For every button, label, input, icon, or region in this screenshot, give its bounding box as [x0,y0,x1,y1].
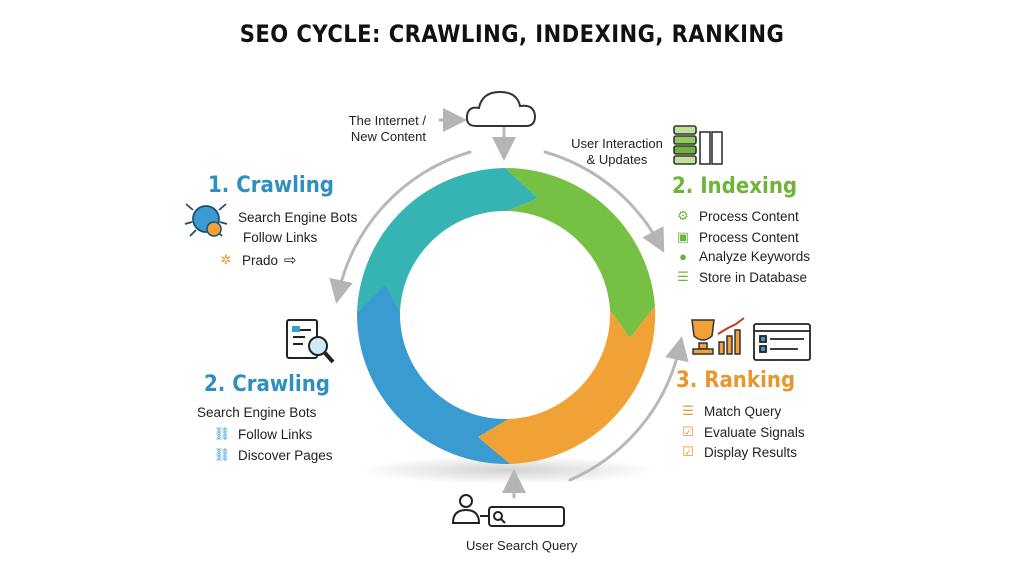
ring-segment-discovery [356,285,510,465]
list-icon: ☰ [682,403,694,418]
cycle-ring [356,167,656,465]
indexing-item-3: ● Analyze Keywords [674,249,810,264]
crawling2-item-links: ⛓ Follow Links [213,426,313,442]
spider-bot-icon [184,203,228,237]
ranking-item-3-label: Display Results [704,444,798,460]
note-internet-line1: The Internet / [348,113,426,128]
ring-hole [401,211,609,419]
checkbox-icon: ☑ [682,424,694,439]
checkbox-icon: ☑ [682,444,694,459]
ranking-item-3: ☑ Display Results [679,444,797,460]
crawling1-item-prado: ✲ Prado ⇨ [217,251,297,269]
page-title: SEO CYCLE: CRAWLING, INDEXING, RANKING [239,20,785,48]
ranking-item-2-label: Evaluate Signals [704,424,805,440]
crawling1-item-prado-label: Prado [242,252,279,268]
note-interaction: User Interaction & Updates [567,136,667,168]
indexing-item-3-label: Analyze Keywords [699,249,811,264]
indexing-item-2: ▣ Process Content [674,229,799,245]
crawling1-item-links: Follow Links [243,230,317,245]
section-title-ranking: 3. Ranking [676,368,796,393]
section-crawling-2: 2. Crawling [204,372,344,397]
crawling1-item-links-label: Follow Links [243,230,318,245]
server-icon [673,125,723,165]
ring-segment-crawling [357,168,538,313]
ranking-item-2: ☑ Evaluate Signals [679,424,805,440]
crawling1-item-bots: Search Engine Bots [238,210,357,225]
note-internet: The Internet / New Content [344,113,426,145]
section-title-crawling-1: 1. Crawling [208,173,334,198]
crawling2-item-bots-label: Search Engine Bots [197,405,317,420]
note-user-query: User Search Query [466,538,578,553]
link-icon: ⛓ [213,447,231,462]
note-interaction-line1: User Interaction [571,136,663,151]
section-crawling-1: 1. Crawling [208,173,348,198]
section-title-indexing: 2. Indexing [672,174,798,199]
chip-icon: ▣ [676,229,690,244]
ring-segment-ranking [478,306,656,464]
arrow-internet-to-crawling [329,150,472,304]
note-internet-line2: New Content [350,129,426,144]
indexing-item-1: ⚙ Process Content [674,208,799,224]
gear-icon: ⚙ [677,208,689,223]
arrow-ranking-loop [568,336,689,482]
indexing-item-1-label: Process Content [699,208,799,224]
indexing-item-2-label: Process Content [699,229,799,245]
ranking-item-1: ☰ Match Query [679,403,781,419]
arrow-right-icon: ⇨ [284,252,297,269]
crawling2-item-bots: Search Engine Bots [197,405,316,420]
indexing-item-4-label: Store in Database [699,269,808,285]
tag-icon: ● [679,249,687,264]
crawling1-item-bots-label: Search Engine Bots [238,210,358,225]
crawling2-item-discover-label: Discover Pages [238,447,333,463]
trophy-chart-icon [691,317,745,355]
section-title-crawling-2: 2. Crawling [204,372,330,397]
crawling2-item-links-label: Follow Links [238,426,313,442]
ring-segment-indexing [505,167,655,338]
document-search-icon [286,319,335,364]
crawling2-item-discover: ⛓ Discover Pages [213,447,333,463]
indexing-item-4: ☰ Store in Database [674,269,807,285]
section-indexing: 2. Indexing [672,174,811,199]
user-search-icon [451,494,565,527]
note-interaction-line2: & Updates [586,152,648,167]
database-icon: ☰ [677,269,689,284]
link-icon: ⛓ [213,426,231,441]
cloud-icon [465,90,537,127]
ranking-item-1-label: Match Query [704,403,782,419]
arrow-to-indexing [543,150,665,253]
browser-checklist-icon [753,323,811,361]
section-ranking: 3. Ranking [676,368,808,393]
bug-icon: ✲ [220,252,232,267]
